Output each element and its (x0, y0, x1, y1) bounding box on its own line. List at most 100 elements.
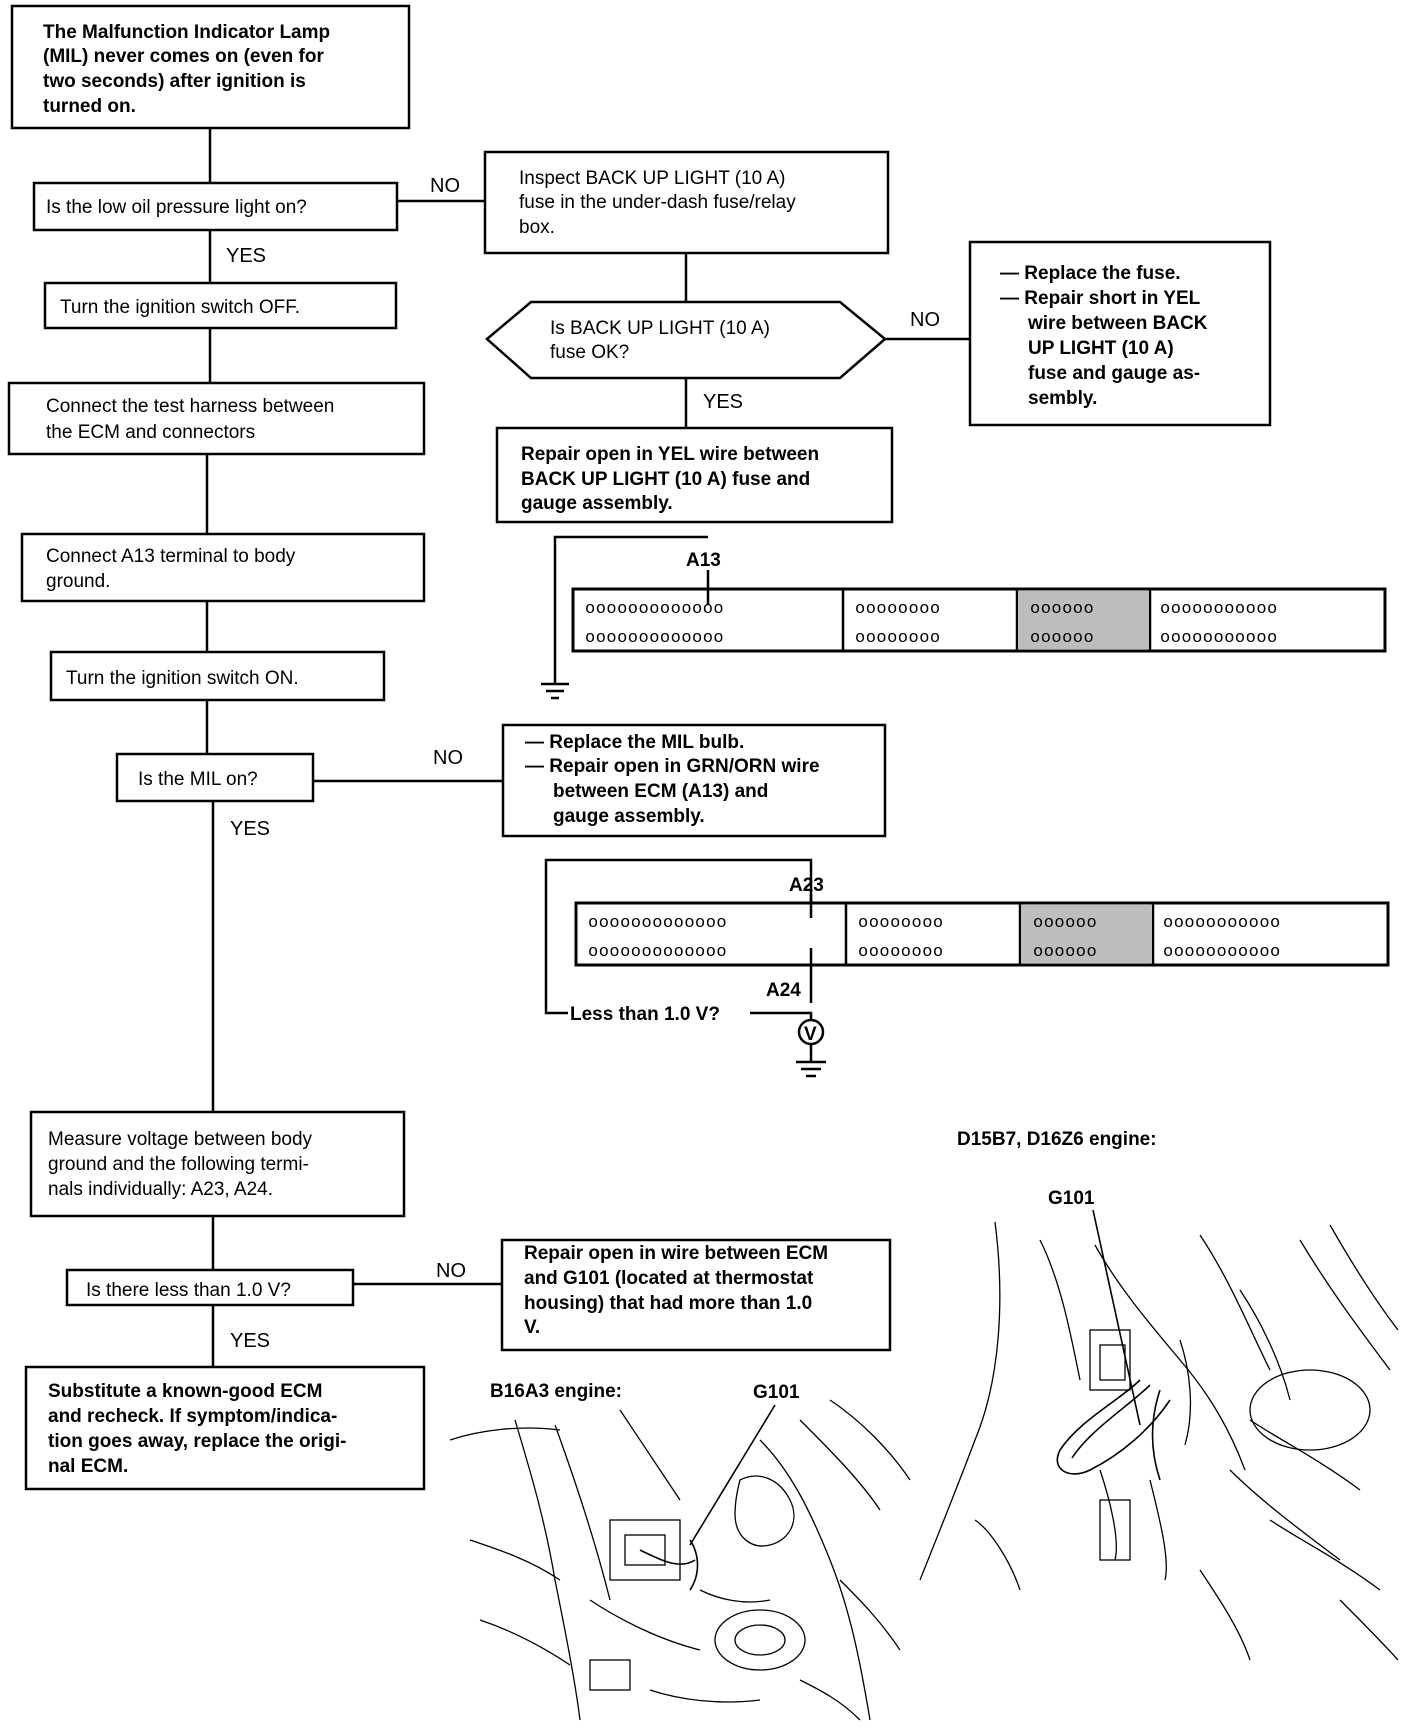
question-fuse-ok: Is BACK UP LIGHT (10 A) fuse OK? (485, 300, 887, 380)
replace-mil-box: — Replace the MIL bulb. — Repair open in… (501, 723, 887, 838)
question-mil-on: Is the MIL on? (115, 752, 315, 803)
pin-row: ooooooooooo (1163, 943, 1281, 962)
pin-row: ooooooooooo (1160, 629, 1278, 648)
box-text: wire between BACK (1027, 313, 1208, 334)
box-text: box. (519, 217, 555, 238)
measure-voltage-box: Measure voltage between body ground and … (29, 1110, 406, 1218)
repair-yel-box: Repair open in YEL wire between BACK UP … (495, 426, 894, 524)
box-text: nal ECM. (48, 1456, 128, 1477)
box-text: — Repair open in GRN/ORN wire (525, 756, 820, 777)
box-text: housing) that had more than 1.0 (524, 1293, 812, 1314)
voltage-prompt: Less than 1.0 V? (570, 1004, 720, 1025)
box-text: — Repair short in YEL (1000, 288, 1201, 309)
pin-row: oooooooo (858, 943, 944, 962)
no-label: NO (430, 175, 460, 197)
box-text: gauge assembly. (553, 806, 705, 827)
question-text: Is there less than 1.0 V? (86, 1280, 291, 1301)
b16-engine-illustration (449, 1399, 911, 1721)
pin-row: oooooooo (858, 914, 944, 933)
question-text: Is the MIL on? (138, 769, 258, 790)
yes-label: YES (703, 391, 743, 413)
replace-fuse-box: — Replace the fuse. — Repair short in YE… (968, 240, 1272, 427)
start-text: (MIL) never comes on (even for (43, 46, 324, 67)
start-text: two seconds) after ignition is (43, 71, 306, 92)
box-text: — Replace the fuse. (1000, 263, 1181, 284)
terminal-label-a13: A13 (686, 550, 721, 571)
ground-symbol (541, 682, 569, 700)
yes-label: YES (230, 818, 270, 840)
box-text: Turn the ignition switch ON. (66, 668, 299, 689)
box-text: fuse in the under-dash fuse/relay (519, 192, 796, 213)
voltmeter-symbol: V (804, 1024, 817, 1045)
box-text: the ECM and connectors (46, 422, 255, 443)
box-text: Connect A13 terminal to body (46, 546, 296, 567)
ecm-connector-a13: ooooooooooooo ooooooooooooo oooooooo ooo… (541, 535, 1387, 700)
box-text: between ECM (A13) and (553, 781, 768, 802)
connect-harness-box: Connect the test harness between the ECM… (7, 381, 426, 456)
question-voltage: Is there less than 1.0 V? (65, 1268, 355, 1307)
pin-row: ooooooooooooo (588, 914, 727, 933)
pin-row: oooooo (1030, 629, 1094, 648)
box-text: Repair open in YEL wire between (521, 444, 819, 465)
start-text: The Malfunction Indicator Lamp (43, 22, 330, 43)
pin-row: oooooooo (855, 629, 941, 648)
box-text: nals individually: A23, A24. (48, 1179, 273, 1200)
pin-row: ooooooooooooo (588, 943, 727, 962)
connect-a13-box: Connect A13 terminal to body ground. (20, 532, 426, 603)
repair-g101-box: Repair open in wire between ECM and G101… (500, 1238, 892, 1352)
pin-row: oooooo (1033, 914, 1097, 933)
ignition-on-box: Turn the ignition switch ON. (49, 650, 386, 702)
pin-row: oooooo (1033, 943, 1097, 962)
box-text: UP LIGHT (10 A) (1028, 338, 1174, 359)
g101-label-b16: G101 (753, 1382, 800, 1403)
box-text: ground and the following termi- (48, 1154, 309, 1175)
start-box: The Malfunction Indicator Lamp (MIL) nev… (10, 4, 411, 130)
question-text: Is BACK UP LIGHT (10 A) (550, 318, 770, 339)
pin-row: ooooooooooooo (585, 629, 724, 648)
shaded-block (1021, 905, 1152, 963)
no-label: NO (433, 747, 463, 769)
box-text: — Replace the MIL bulb. (525, 732, 744, 753)
no-label: NO (436, 1260, 466, 1282)
yes-label: YES (230, 1330, 270, 1352)
ecm-connector-a23-a24: ooooooooooooo ooooooooooooo oooooooo ooo… (544, 858, 1390, 1078)
pin-row: ooooooooooo (1163, 914, 1281, 933)
box-text: sembly. (1028, 388, 1097, 409)
terminal-label-a24: A24 (766, 980, 801, 1001)
shaded-block (1018, 591, 1149, 649)
box-text: ground. (46, 571, 110, 592)
pin-row: ooooooooooooo (585, 600, 724, 619)
pin-row: oooooo (1030, 600, 1094, 619)
b16-engine-label: B16A3 engine: (490, 1381, 622, 1402)
box-text: and recheck. If symptom/indica- (48, 1406, 337, 1427)
box-text: fuse and gauge as- (1028, 363, 1200, 384)
question-text: fuse OK? (550, 342, 629, 363)
d15-engine-label: D15B7, D16Z6 engine: (957, 1129, 1157, 1150)
d15-engine-illustration (919, 1209, 1399, 1661)
box-text: Connect the test harness between (46, 396, 334, 417)
box-text: Substitute a known-good ECM (48, 1381, 322, 1402)
question-text: Is the low oil pressure light on? (46, 197, 307, 218)
question-oil-pressure: Is the low oil pressure light on? (32, 181, 399, 232)
voltmeter-icon: V (796, 1018, 826, 1078)
box-text: gauge assembly. (521, 493, 673, 514)
pin-row: oooooooo (855, 600, 941, 619)
yes-label: YES (226, 245, 266, 267)
box-text: Repair open in wire between ECM (524, 1243, 828, 1264)
flow-lines (205, 128, 970, 1367)
ignition-off-box: Turn the ignition switch OFF. (43, 281, 398, 330)
box-text: V. (524, 1317, 540, 1338)
terminal-label-a23: A23 (789, 875, 824, 896)
inspect-fuse-box: Inspect BACK UP LIGHT (10 A) fuse in the… (483, 150, 890, 255)
box-text: Inspect BACK UP LIGHT (10 A) (519, 168, 785, 189)
box-text: Measure voltage between body (48, 1129, 313, 1150)
box-text: BACK UP LIGHT (10 A) fuse and (521, 469, 810, 490)
substitute-ecm-box: Substitute a known-good ECM and recheck.… (24, 1365, 426, 1491)
box-text: and G101 (located at thermostat (524, 1268, 814, 1289)
no-label: NO (910, 309, 940, 331)
start-text: turned on. (43, 96, 136, 117)
g101-label-d15: G101 (1048, 1188, 1095, 1209)
pin-row: ooooooooooo (1160, 600, 1278, 619)
box-text: tion goes away, replace the origi- (48, 1431, 346, 1452)
